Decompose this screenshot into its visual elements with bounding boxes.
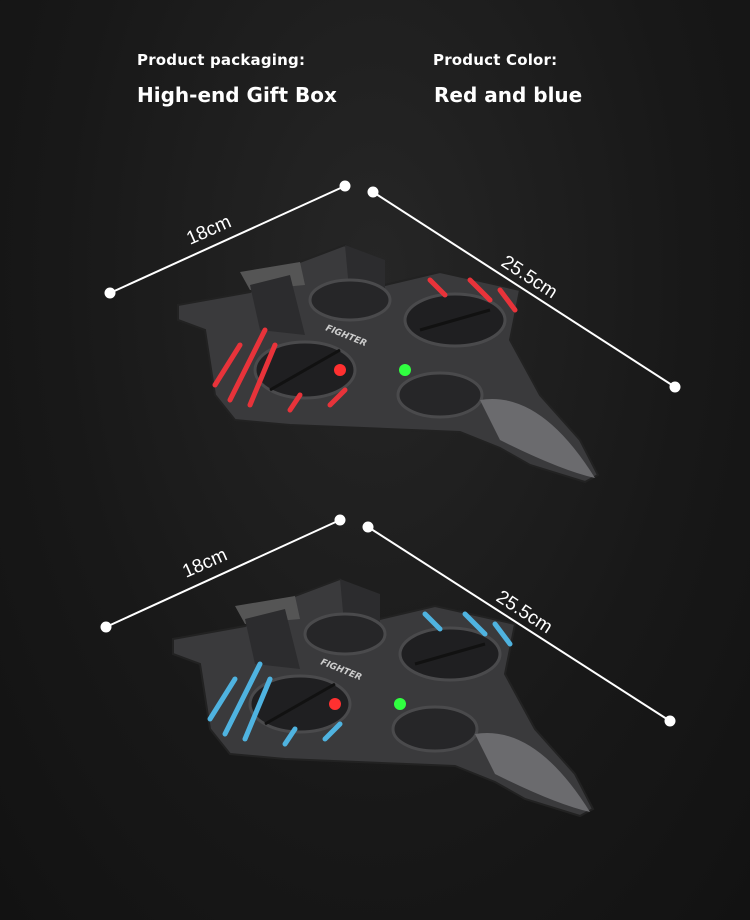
packaging-label: Product packaging: [137, 51, 306, 69]
dimension-width-1 [104, 180, 351, 299]
jet-blue: FIGHTER [171, 577, 595, 818]
width-label: 18cm [179, 544, 230, 582]
packaging-value: High-end Gift Box [137, 83, 337, 107]
dimension-length-2 [362, 521, 676, 727]
width-label: 18cm [183, 211, 234, 249]
jet-red: FIGHTER [176, 243, 600, 484]
dimension-length-1 [367, 186, 681, 393]
color-value: Red and blue [434, 83, 583, 107]
dimension-width-2 [100, 514, 346, 633]
color-label: Product Color: [433, 51, 558, 69]
